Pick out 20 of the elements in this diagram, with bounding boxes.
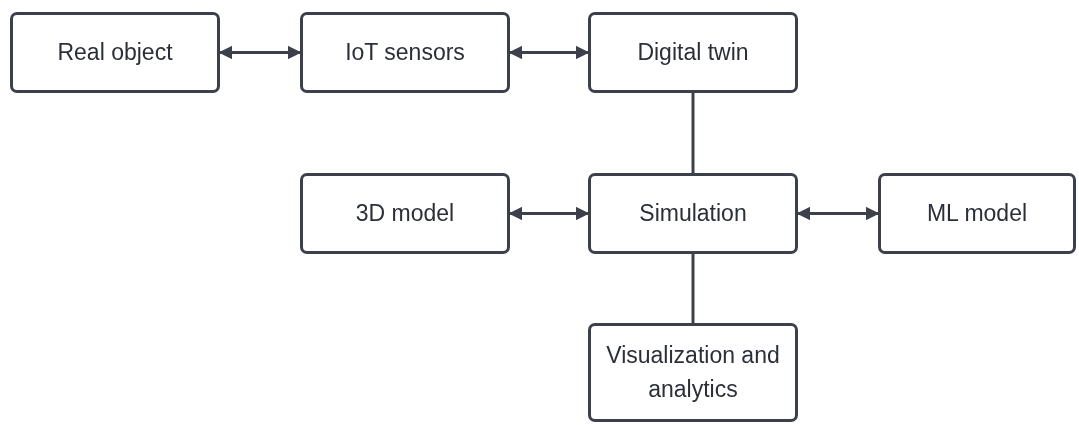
process-box [878, 173, 1076, 254]
process-box [588, 173, 798, 254]
box-label: Visualization and analytics [605, 341, 781, 404]
process-box [300, 173, 510, 254]
connector-line [691, 93, 695, 173]
box-label: Simulation [639, 198, 747, 228]
arrow [796, 206, 880, 221]
box-label: 3D model [355, 198, 455, 228]
box-label: Real object [57, 37, 173, 67]
arrow [508, 206, 590, 221]
process-box [10, 12, 220, 93]
box-label: IoT sensors [345, 37, 465, 67]
connector-line [691, 254, 695, 323]
process-box [588, 12, 798, 93]
arrow [508, 45, 590, 60]
process-box [588, 323, 798, 422]
process-box [300, 12, 510, 93]
box-label: Digital twin [637, 37, 749, 67]
arrow [218, 45, 302, 60]
box-label: ML model [926, 198, 1028, 228]
